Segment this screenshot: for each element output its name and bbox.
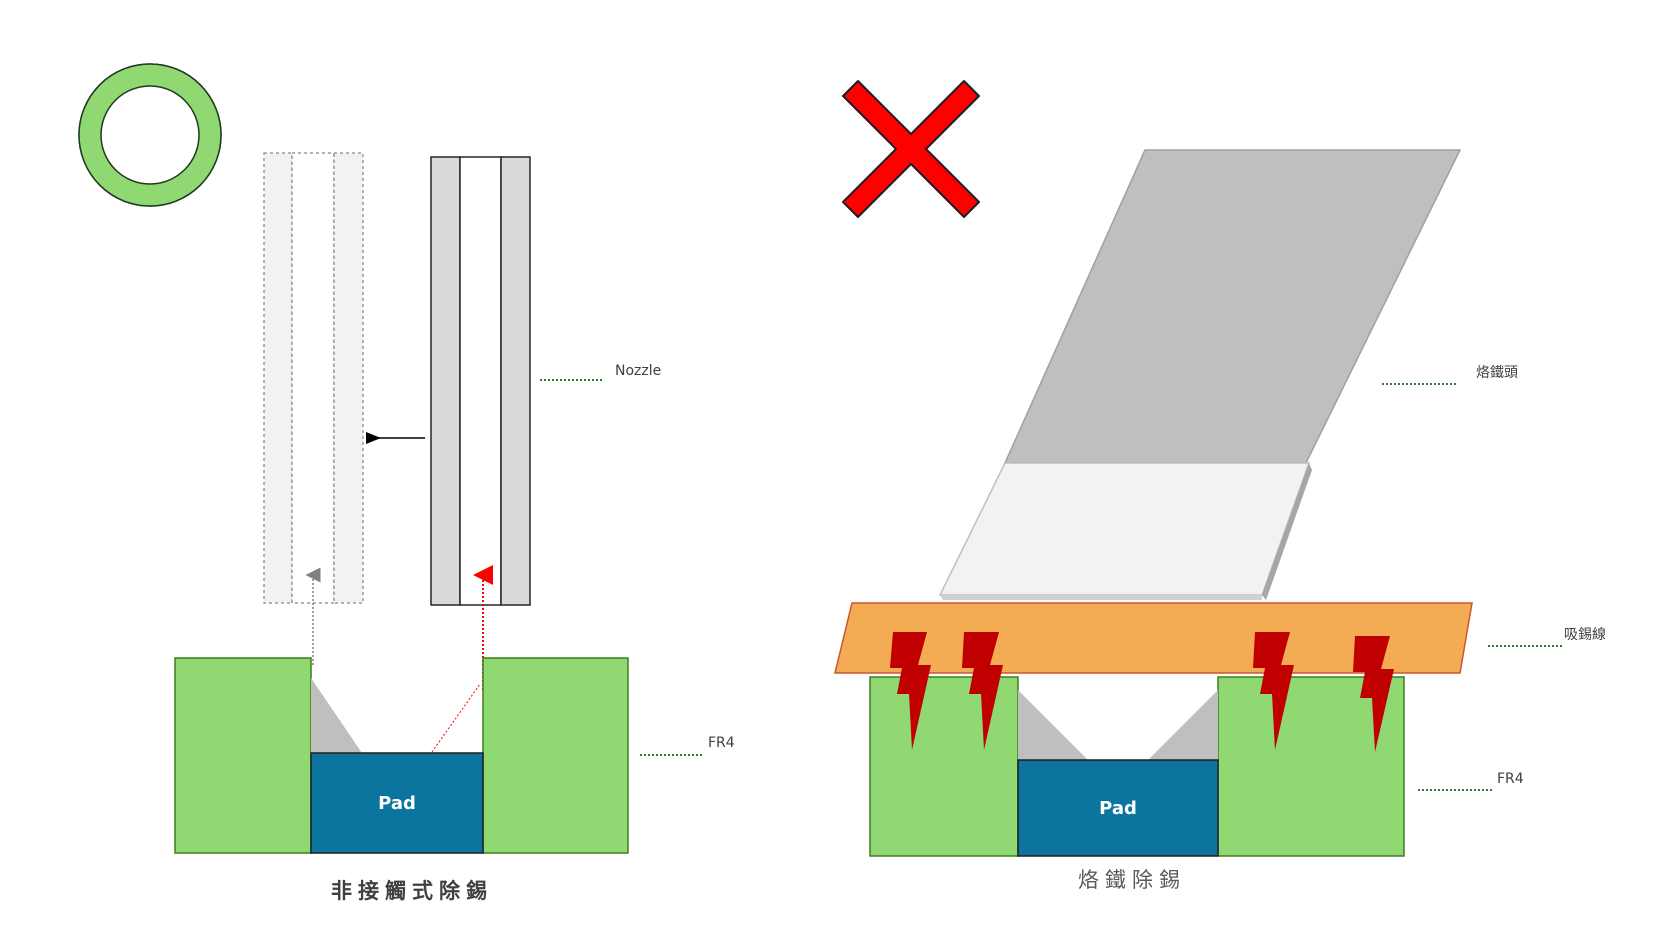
left-panel: Pad Nozzle FR4 非接觸式除錫 <box>78 63 735 903</box>
right-solder-right <box>1148 690 1218 760</box>
nozzle <box>430 156 531 606</box>
solder-wick <box>834 602 1473 674</box>
iron-tip <box>938 149 1462 600</box>
nozzle-label: Nozzle <box>615 363 661 379</box>
right-caption: 烙鐵除錫 <box>1078 868 1186 892</box>
heat-bolt-icon <box>962 632 1003 750</box>
heat-bolt-icon <box>1353 636 1394 752</box>
ghost-nozzle <box>263 152 364 604</box>
right-panel: Pad 烙鐵頭 吸錫線 FR4 烙鐵除錫 <box>834 80 1606 892</box>
iron-tip-label: 烙鐵頭 <box>1476 364 1518 381</box>
left-fr4-board <box>174 657 629 854</box>
left-fr4-label: FR4 <box>708 735 735 751</box>
right-solder-left <box>1018 690 1088 760</box>
left-caption: 非接觸式除錫 <box>331 879 493 903</box>
right-pad-label: Pad <box>1099 798 1137 819</box>
left-pad <box>310 752 484 854</box>
right-pad <box>1017 759 1219 857</box>
wrong-cross-icon <box>842 80 980 218</box>
heat-bolt-icon <box>890 632 931 750</box>
right-fr4-label: FR4 <box>1497 771 1524 787</box>
left-pad-label: Pad <box>378 793 416 814</box>
heat-bolts <box>890 632 1394 752</box>
wick-label: 吸錫線 <box>1564 627 1606 643</box>
left-solder-fillet <box>311 678 362 753</box>
heat-bolt-icon <box>1253 632 1294 750</box>
